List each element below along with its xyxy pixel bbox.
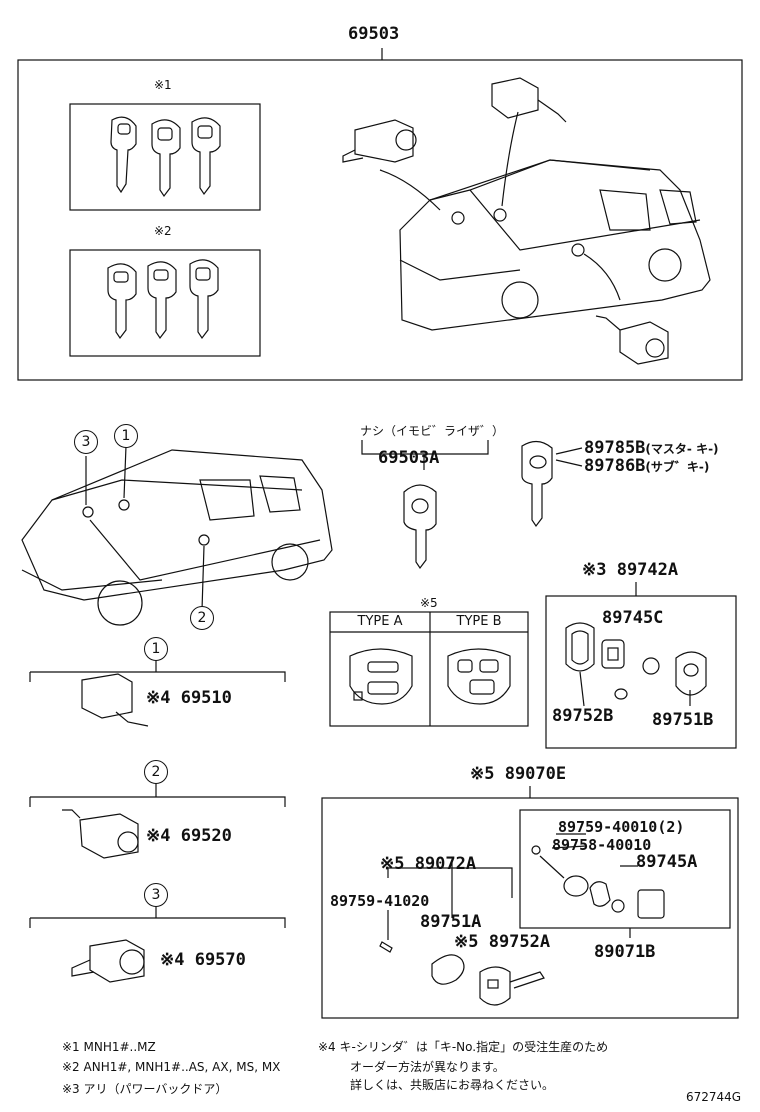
key-group-2-mark: ※2 <box>154 224 172 238</box>
key-case-89751a-illustration <box>431 954 465 985</box>
part-number-89742a[interactable]: ※3 89742A <box>582 560 679 580</box>
part-number-89752b[interactable]: 89752B <box>552 706 614 726</box>
type-b-label: TYPE B <box>456 614 502 629</box>
part-number-89758-40010[interactable]: 89758-40010 <box>552 836 652 854</box>
key-69503a-illustration <box>403 484 437 570</box>
part-number-89759-40010[interactable]: 89759-40010(2) <box>558 818 685 836</box>
key-89785b-illustration <box>521 440 553 528</box>
battery-89745c-illustration <box>642 657 660 675</box>
transmitter-parts-illustration <box>531 833 665 919</box>
remote-type-a-illustration <box>349 648 413 705</box>
part-number-89786b-code: 89786B <box>584 456 646 476</box>
section-3-rule <box>29 917 286 928</box>
transmitter-89071b-frame <box>519 809 731 929</box>
part-number-89072a[interactable]: ※5 89072A <box>380 854 477 874</box>
part-number-89070e[interactable]: ※5 89070E <box>470 764 567 784</box>
part-number-89751a[interactable]: 89751A <box>420 912 482 932</box>
immobiliser-note: ナシ（イモビ゛ライザ゛） <box>360 424 505 438</box>
part-number-89786b[interactable]: 89786B(サブ゛キ-) <box>584 456 709 476</box>
part-number-89745c[interactable]: 89745C <box>602 608 664 628</box>
part-number-89785b-code: 89785B <box>584 438 646 458</box>
o-ring-illustration <box>614 688 628 700</box>
van-illustration-top <box>379 111 711 331</box>
glove-box-cylinder-illustration <box>491 77 567 123</box>
footnote-4-line-3: 詳しくは、共販店にお尋ねください。 <box>350 1078 555 1092</box>
van-illustration-locations <box>21 445 333 626</box>
part-number-69503[interactable]: 69503 <box>348 24 400 44</box>
footnote-1: ※1 MNH1#..MZ <box>62 1040 156 1054</box>
key-group-1-frame <box>69 103 261 211</box>
ignition-cylinder-illustration <box>342 119 417 163</box>
type-a-label: TYPE A <box>357 614 403 629</box>
remote-set-89742a-frame <box>545 595 737 749</box>
location-marker-2[interactable]: 2 <box>190 606 214 630</box>
footnote-2: ※2 ANH1#, MNH1#..AS, AX, MS, MX <box>62 1060 281 1074</box>
sub-key-note: (サブ゛キ-) <box>645 460 710 474</box>
transmitter-board-illustration <box>601 639 625 669</box>
immobiliser-bracket <box>361 440 489 455</box>
cylinder-69570-illustration <box>71 939 145 983</box>
part-number-89751b[interactable]: 89751B <box>652 710 714 730</box>
part-number-89752a[interactable]: ※5 89752A <box>454 932 551 952</box>
remote-type-b-illustration <box>447 648 511 705</box>
footnote-4-line-2: オーダー方法が異なります。 <box>350 1060 505 1074</box>
key-icon <box>189 259 219 340</box>
type-box-frame <box>329 611 529 727</box>
type-box-mark: ※5 <box>420 596 438 610</box>
section-marker-1[interactable]: 1 <box>144 637 168 661</box>
location-marker-3[interactable]: 3 <box>74 430 98 454</box>
part-number-69520[interactable]: ※4 69520 <box>146 826 232 846</box>
part-number-69503a[interactable]: 69503A <box>378 448 440 468</box>
part-number-89745a[interactable]: 89745A <box>636 852 698 872</box>
remote-cover-89751b-illustration <box>675 651 707 696</box>
cylinder-69520-illustration <box>62 809 139 859</box>
cylinder-69510-illustration <box>81 673 149 727</box>
key-icon <box>147 261 177 340</box>
drawing-number: 672744G <box>686 1090 742 1104</box>
screw-illustration <box>379 941 393 953</box>
key-icon <box>107 263 137 340</box>
part-number-89071b[interactable]: 89071B <box>594 942 656 962</box>
part-number-89785b[interactable]: 89785B(マスタ- キ-) <box>584 438 719 458</box>
key-icon <box>151 119 181 198</box>
key-group-2-frame <box>69 249 261 357</box>
remote-case-89752b-illustration <box>565 622 595 672</box>
section-1-rule <box>29 671 286 682</box>
master-key-note: (マスタ- キ-) <box>645 442 719 456</box>
footnote-4-line-1: ※4 キ-シリンダ゛は「キ-No.指定」の受注生産のため <box>318 1040 609 1054</box>
door-cylinder-illustration <box>595 315 669 365</box>
section-marker-3[interactable]: 3 <box>144 883 168 907</box>
key-group-1-mark: ※1 <box>154 78 172 92</box>
key-89752a-illustration <box>479 966 545 1006</box>
part-number-89759-41020[interactable]: 89759-41020 <box>330 892 430 910</box>
section-marker-2[interactable]: 2 <box>144 760 168 784</box>
footnote-3: ※3 アリ（パワーバックドア） <box>62 1082 228 1096</box>
key-set-frame <box>17 59 743 381</box>
key-assy-89072a-bracket <box>387 867 513 898</box>
key-icon <box>110 116 137 194</box>
part-number-69510[interactable]: ※4 69510 <box>146 688 232 708</box>
key-icon <box>191 117 221 196</box>
section-2-rule <box>29 796 286 807</box>
location-marker-1[interactable]: 1 <box>114 424 138 448</box>
part-number-69570[interactable]: ※4 69570 <box>160 950 246 970</box>
